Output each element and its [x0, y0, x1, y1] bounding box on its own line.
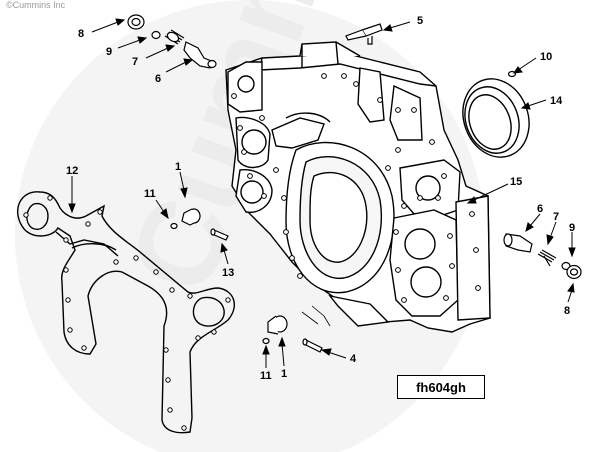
plug-1-lower [267, 315, 288, 335]
leader-lines-4 [301, 305, 331, 327]
callout-7-right: 7 [553, 211, 559, 223]
dowel-13 [210, 228, 229, 241]
callout-7-top: 7 [132, 56, 138, 68]
callout-labels: 8 9 7 6 5 10 14 12 1 11 13 15 6 7 9 8 1 … [66, 15, 575, 382]
callout-arrows [68, 18, 576, 368]
callout-1-upper: 1 [175, 161, 181, 173]
callout-14: 14 [550, 95, 563, 107]
callout-13: 13 [222, 267, 234, 279]
callout-11-lower: 11 [260, 370, 272, 382]
o-ring-11-upper [170, 222, 178, 230]
callout-4: 4 [350, 353, 357, 365]
gasket-bolt-holes [23, 195, 231, 431]
callout-6-top: 6 [155, 73, 161, 85]
bottom-right-plunger-assembly [503, 233, 582, 280]
top-left-plunger-assembly [127, 14, 217, 69]
gear-housing [225, 41, 491, 333]
front-crankshaft-seal [462, 78, 530, 158]
housing-bolt-holes [231, 73, 481, 303]
callout-12: 12 [66, 165, 78, 177]
callout-6-right: 6 [537, 203, 543, 215]
callout-1-lower: 1 [281, 368, 287, 380]
plug-1-upper [181, 208, 201, 226]
callout-9-right: 9 [569, 222, 575, 234]
callout-5: 5 [417, 15, 423, 27]
callout-8-right: 8 [564, 305, 570, 317]
dowel-4 [302, 338, 323, 353]
callout-9-top: 9 [106, 46, 112, 58]
o-ring-11-lower [262, 337, 270, 345]
drawing-code-label: fh604gh [397, 375, 485, 399]
callout-8-top: 8 [78, 28, 84, 40]
copyright-notice: ©Cummins Inc [6, 0, 66, 10]
callout-15: 15 [510, 176, 522, 188]
callout-11-upper: 11 [144, 188, 156, 200]
callout-10: 10 [540, 51, 552, 63]
capscrew-5 [345, 23, 383, 45]
